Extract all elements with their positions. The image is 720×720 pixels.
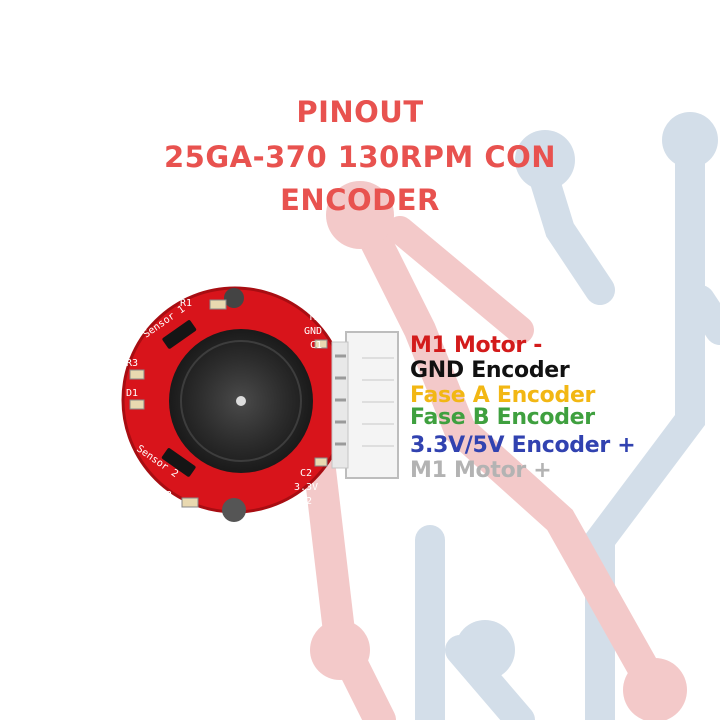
label-r2: R2 [160, 490, 172, 501]
pin-label-m1-motor-plus: M1 Motor + [410, 458, 552, 483]
title-line-2: 25GA-370 130RPM CON [163, 140, 557, 174]
label-gnd: GND [304, 326, 322, 337]
label-r1: R1 [180, 298, 192, 309]
label-3v3: 3.3V [294, 482, 318, 493]
mount-hole-bottom [222, 498, 246, 522]
mount-hole-top [224, 288, 244, 308]
title-line-1: PINOUT [296, 95, 424, 129]
connector-housing [345, 331, 399, 479]
label-c2: C2 [300, 468, 312, 479]
label-d1: D1 [126, 388, 138, 399]
pin-label-phase-b-encoder: Fase B Encoder [410, 405, 595, 430]
hall-sensor-2 [161, 448, 196, 477]
label-r3: R3 [126, 358, 138, 369]
pin-label-phase-a-encoder: Fase A Encoder [410, 383, 596, 408]
label-m2: M2 [300, 496, 312, 507]
title-line-3: ENCODER [280, 183, 440, 217]
label-c1: C1 [310, 340, 322, 351]
hall-sensor-1 [162, 320, 197, 349]
encoder-board-image: R1 Sensor 1 R3 D1 Sensor 2 R2 M1 GND C1 … [121, 286, 399, 522]
label-m1: M1 [310, 312, 322, 323]
motor-shaft [236, 396, 246, 406]
pin-label-m1-motor-minus: M1 Motor - [410, 333, 543, 358]
pin-label-gnd-encoder: GND Encoder [410, 358, 570, 383]
pin-label-vcc-encoder: 3.3V/5V Encoder + [410, 433, 636, 458]
